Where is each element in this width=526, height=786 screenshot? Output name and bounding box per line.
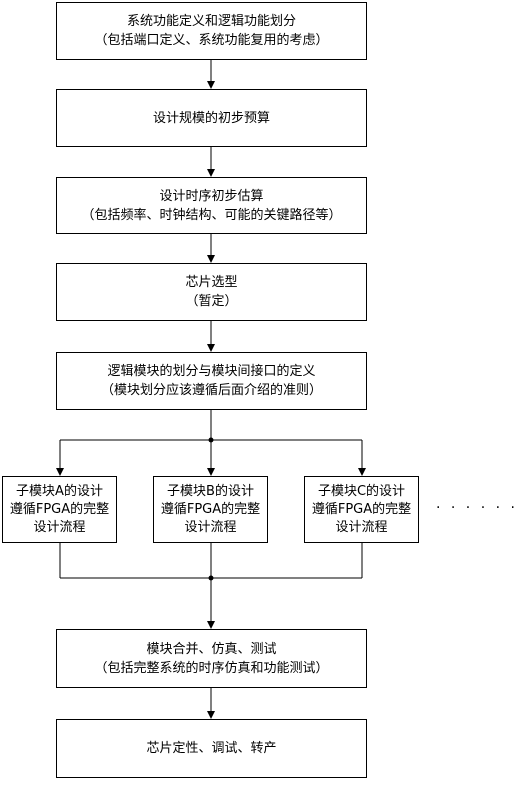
- step-note: （模块划分应该遵循后面介绍的准则）: [100, 383, 322, 398]
- step-system-definition: 系统功能定义和逻辑功能划分 （包括端口定义、系统功能复用的考虑）: [56, 2, 367, 60]
- split-junction-dot: [208, 437, 214, 443]
- step-title: 逻辑模块的划分与模块间接口的定义: [107, 364, 316, 379]
- submodule-text: 遵循FPGA的完整: [160, 501, 261, 517]
- submodule-text: 设计流程: [184, 519, 237, 535]
- step-title: 模块合并、仿真、测试: [146, 641, 277, 657]
- submodule-text: 设计流程: [335, 519, 388, 535]
- submodule-title: 子模块B的设计: [167, 483, 254, 499]
- merge-junction-dot: [208, 575, 214, 581]
- step-chip-selection: 芯片选型 （暂定）: [56, 263, 367, 321]
- step-note: （包括端口定义、系统功能复用的考虑）: [94, 33, 329, 48]
- step-title: 系统功能定义和逻辑功能划分: [126, 14, 296, 29]
- step-note: （包括频率、时钟结构、可能的关键路径等）: [81, 207, 342, 223]
- more-submodules-ellipsis: · · · · · ·: [436, 500, 518, 516]
- submodule-c: 子模块C的设计 遵循FPGA的完整 设计流程: [304, 476, 419, 543]
- step-timing-estimate: 设计时序初步估算 （包括频率、时钟结构、可能的关键路径等）: [56, 177, 367, 234]
- step-title: 芯片定性、调试、转产: [146, 741, 277, 756]
- step-merge-simulate-test: 模块合并、仿真、测试 （包括完整系统的时序仿真和功能测试）: [56, 629, 367, 688]
- step-title: 芯片选型: [185, 275, 238, 290]
- step-finalize-debug-production: 芯片定性、调试、转产: [56, 719, 367, 778]
- step-note: （包括完整系统的时序仿真和功能测试）: [94, 660, 329, 676]
- step-note: （暂定）: [185, 294, 238, 309]
- submodule-text: 设计流程: [33, 519, 86, 535]
- step-module-partition: 逻辑模块的划分与模块间接口的定义 （模块划分应该遵循后面介绍的准则）: [56, 352, 367, 410]
- submodule-text: 遵循FPGA的完整: [311, 501, 412, 517]
- submodule-title: 子模块A的设计: [16, 483, 103, 499]
- submodule-text: 遵循FPGA的完整: [9, 501, 110, 517]
- submodule-title: 子模块C的设计: [317, 483, 406, 499]
- step-scale-estimate: 设计规模的初步预算: [56, 89, 367, 147]
- submodule-b: 子模块B的设计 遵循FPGA的完整 设计流程: [153, 476, 268, 543]
- step-title: 设计规模的初步预算: [152, 110, 270, 126]
- submodule-a: 子模块A的设计 遵循FPGA的完整 设计流程: [2, 476, 117, 543]
- step-title: 设计时序初步估算: [159, 188, 264, 204]
